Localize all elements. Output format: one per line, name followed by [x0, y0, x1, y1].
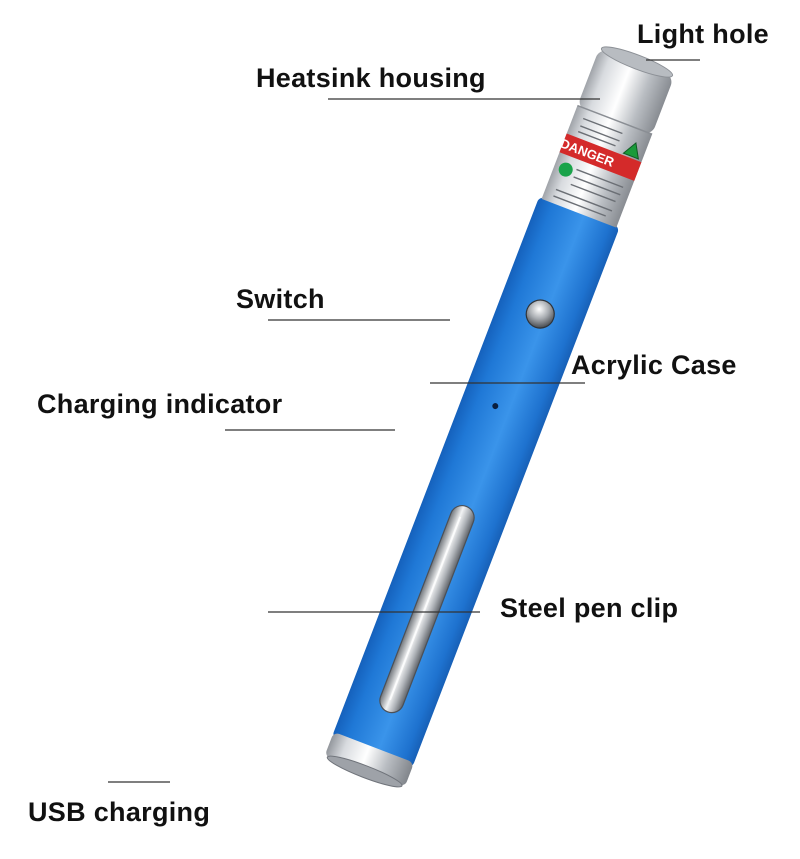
- leader-lines: [108, 59, 700, 783]
- label-light-hole: Light hole: [637, 19, 769, 49]
- laser-pen: DANGER: [326, 46, 674, 788]
- label-heatsink-housing: Heatsink housing: [256, 63, 486, 93]
- laser-star-icon: [558, 162, 573, 177]
- usb-port: [326, 755, 403, 788]
- steel-pen-clip: [379, 504, 475, 714]
- switch-button: [525, 299, 555, 329]
- label-acrylic-case: Acrylic Case: [571, 350, 737, 380]
- charging-indicator-dot: [492, 403, 499, 410]
- warning-triangle-icon: [622, 142, 639, 160]
- clip-highlight: [389, 516, 462, 701]
- label-usb-charging: USB charging: [28, 797, 211, 827]
- label-switch: Switch: [236, 284, 325, 314]
- label-charging-indicator: Charging indicator: [37, 389, 283, 419]
- acrylic-case-body: [333, 197, 619, 767]
- housing-seam: [577, 104, 653, 135]
- light-hole: [600, 46, 674, 78]
- label-fine-print: [553, 117, 624, 217]
- label-steel-pen-clip: Steel pen clip: [500, 593, 679, 623]
- usb-end-cap: [326, 733, 413, 786]
- danger-sticker: [559, 133, 642, 181]
